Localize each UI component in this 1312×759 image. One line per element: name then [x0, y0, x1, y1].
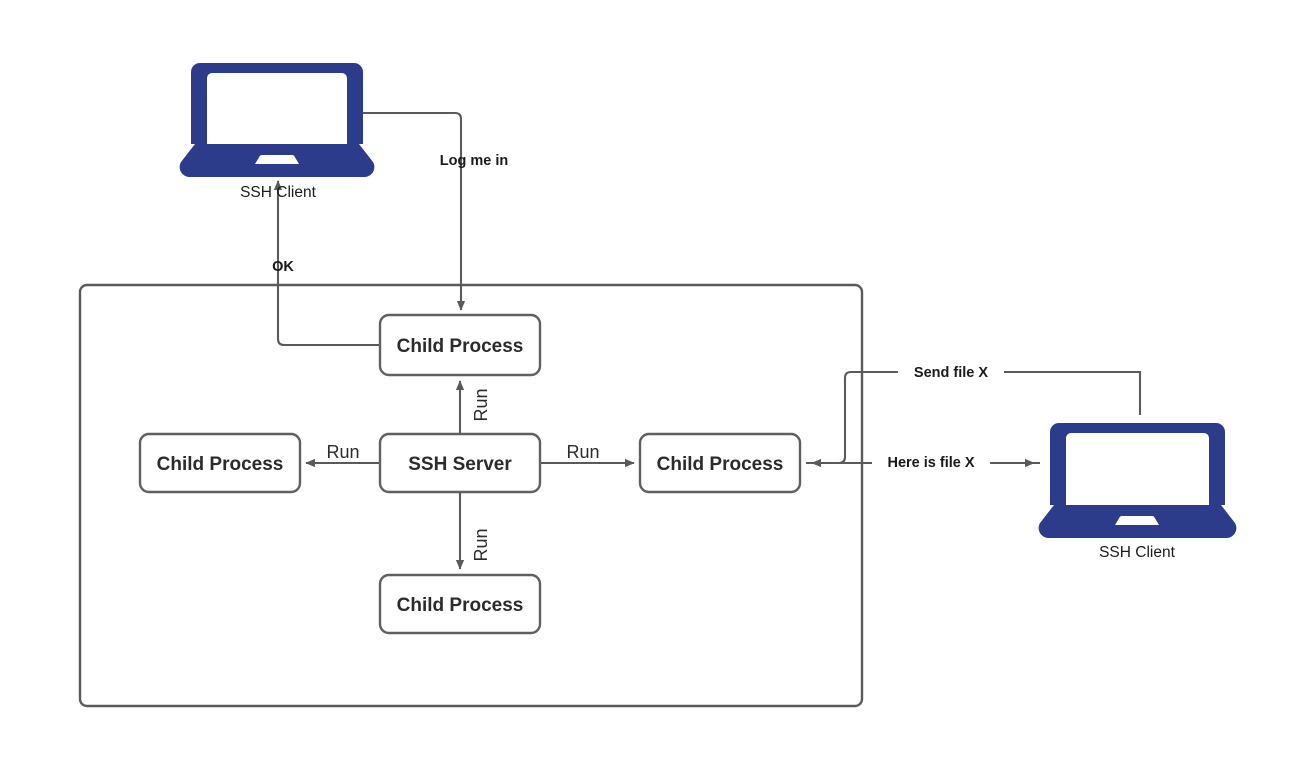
laptop-icon-client-top[interactable] — [179, 63, 375, 177]
node-child-process-bottom[interactable]: Child Process — [378, 573, 542, 635]
edge-send-file-x-line — [806, 370, 1142, 465]
node-child-process-right-label: Child Process — [657, 454, 784, 475]
edge-label-log-me-in: Log me in — [440, 153, 508, 169]
edge-label-run-up: Run — [471, 388, 491, 421]
device-label-client-right: SSH Client — [1099, 544, 1175, 561]
edge-label-here-is-file-x: Here is file X — [887, 455, 974, 471]
laptop-trackpad-notch — [1115, 516, 1159, 525]
laptop-icon-client-right[interactable] — [1038, 423, 1237, 538]
edge-log-me-in-line — [358, 111, 466, 311]
edge-label-run-down: Run — [471, 528, 491, 561]
node-ssh-server[interactable]: SSH Server — [378, 432, 542, 494]
edge-ok-line — [273, 180, 380, 347]
laptop-trackpad-notch — [255, 155, 299, 164]
edge-label-run-left: Run — [326, 442, 359, 462]
node-child-process-left-label: Child Process — [157, 454, 284, 475]
node-ssh-server-box[interactable] — [378, 432, 542, 494]
edge-ok — [273, 180, 380, 347]
edge-send-file-x — [806, 370, 1142, 465]
edge-log-me-in — [358, 111, 466, 311]
node-child-process-left[interactable]: Child Process — [138, 432, 302, 494]
device-label-client-top: SSH Client — [240, 184, 316, 201]
laptop-screen-shell — [191, 63, 363, 144]
node-child-process-top-box[interactable] — [378, 313, 542, 377]
edge-label-send-file-x: Send file X — [914, 365, 988, 381]
server-host-container — [78, 283, 864, 708]
node-child-process-bottom-box[interactable] — [378, 573, 542, 635]
node-child-process-top[interactable]: Child Process — [378, 313, 542, 377]
edge-label-send-file-x-backdrop — [898, 362, 1004, 382]
node-child-process-left-box[interactable] — [138, 432, 302, 494]
edge-label-here-is-file-x-backdrop — [872, 452, 990, 472]
laptop-screen-shell — [1050, 423, 1225, 505]
node-child-process-right[interactable]: Child Process — [638, 432, 802, 494]
edge-label-ok: OK — [272, 259, 294, 275]
node-child-process-right-box[interactable] — [638, 432, 802, 494]
node-child-process-bottom-label: Child Process — [397, 595, 524, 616]
edge-label-run-right: Run — [566, 442, 599, 462]
node-child-process-top-label: Child Process — [397, 336, 524, 357]
server-host-boundary — [78, 283, 864, 708]
node-ssh-server-label: SSH Server — [408, 454, 512, 475]
